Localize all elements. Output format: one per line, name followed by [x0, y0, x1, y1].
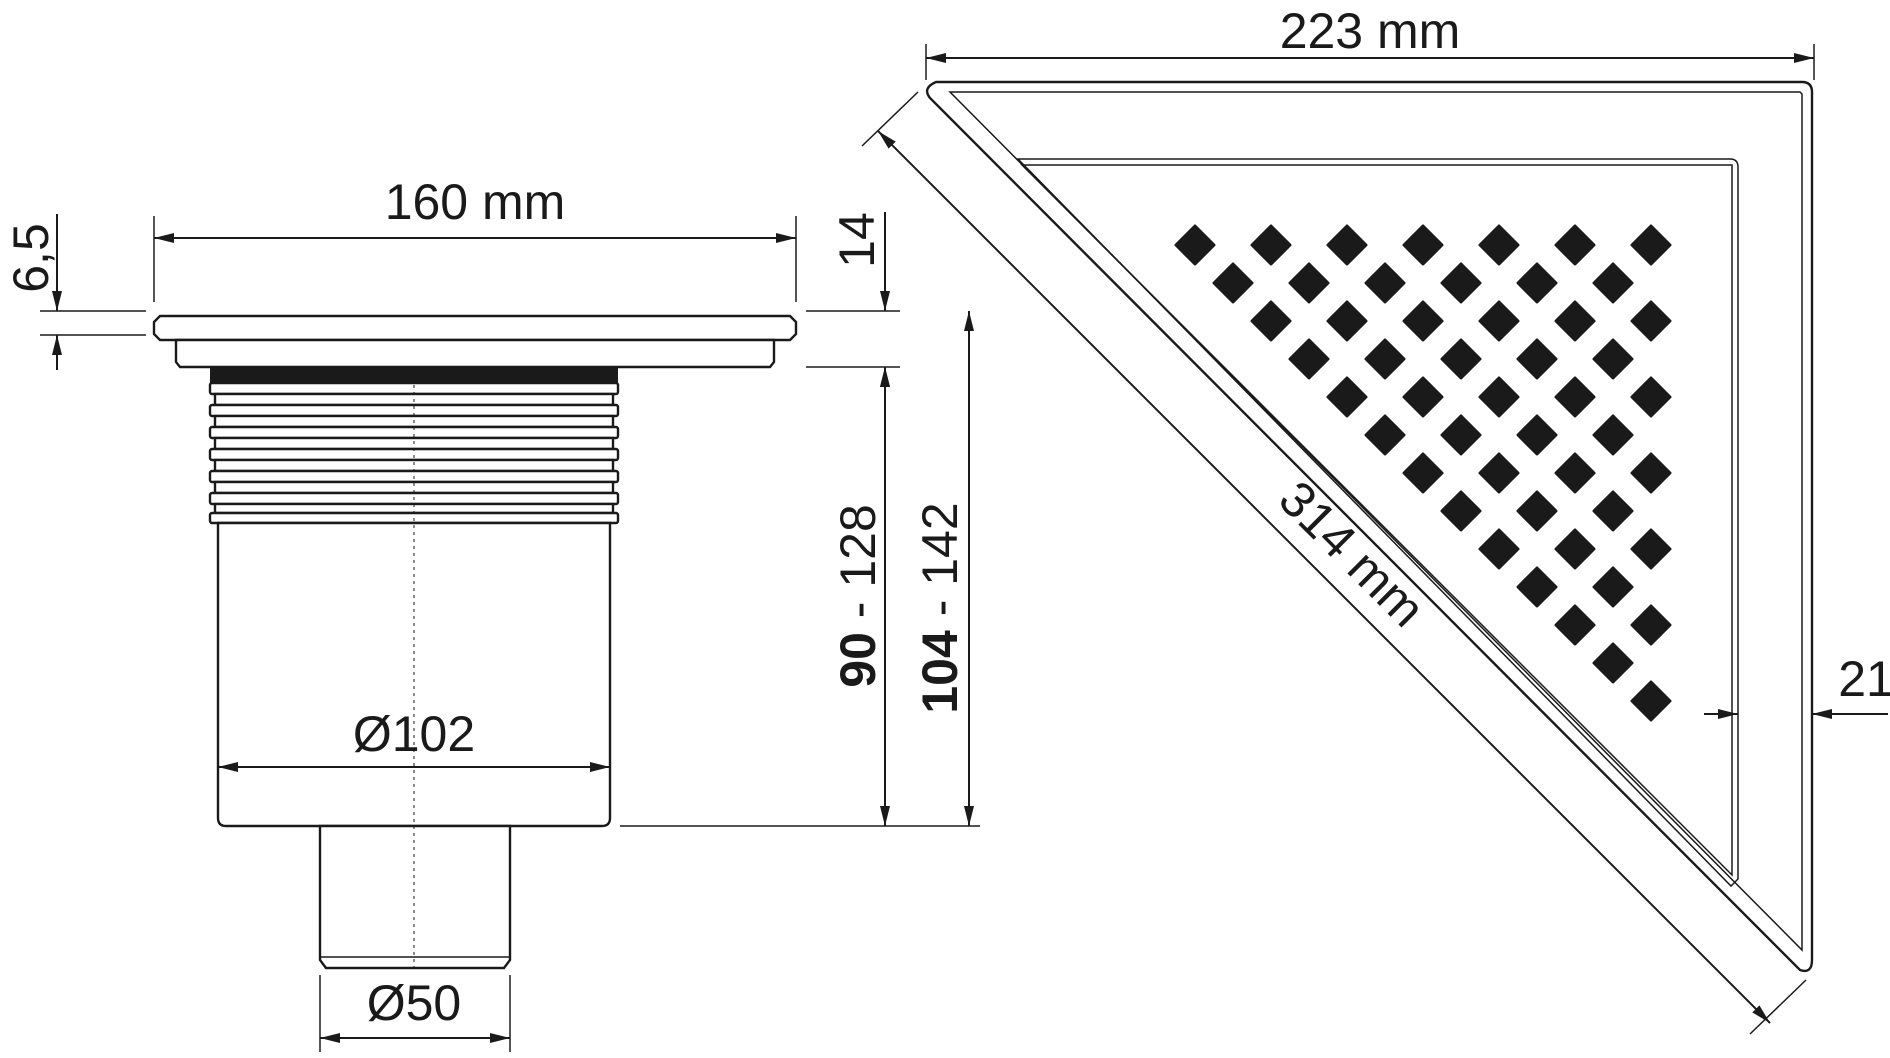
drain-seal-band	[210, 367, 618, 383]
grate-top-view	[925, 80, 1814, 973]
drain-flange-step	[174, 338, 776, 369]
drain-outlet-pipe	[318, 824, 512, 970]
outlet-diameter-label: Ø50	[367, 975, 462, 1031]
drain-flange-plate	[152, 314, 798, 342]
height-range-min-label: 90 - 128	[830, 504, 886, 687]
body-diameter-label: Ø102	[353, 706, 475, 762]
frame-width-label: 21	[1838, 651, 1890, 707]
flange-width-label: 160 mm	[385, 174, 566, 230]
grate-outer-frame	[925, 80, 1814, 973]
drain-threads	[208, 381, 620, 525]
flange-thickness-label: 6,5	[3, 223, 59, 293]
drain-side-view	[152, 314, 798, 970]
grate-width-label: 223 mm	[1280, 3, 1461, 59]
height-range-total-label: 104 - 142	[912, 502, 968, 713]
flange-height-label: 14	[829, 212, 885, 268]
